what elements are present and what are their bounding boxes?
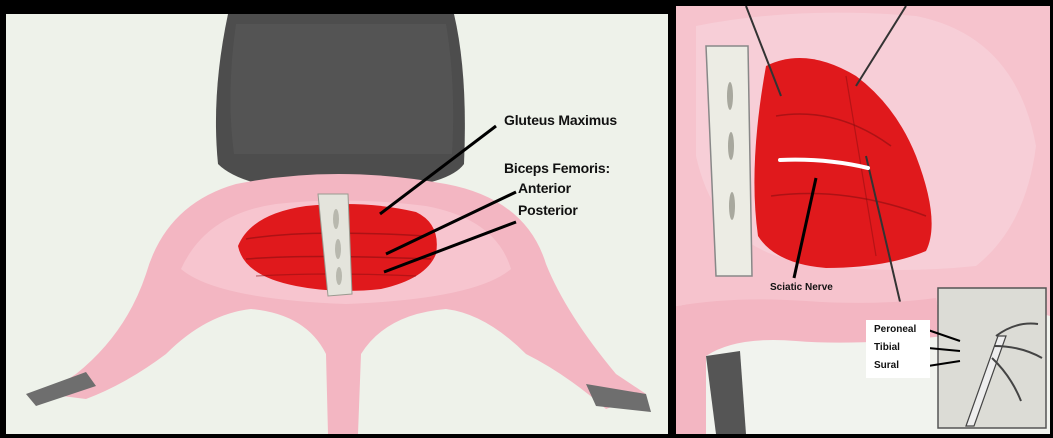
inset-label-box: Peroneal Tibial Sural (866, 320, 930, 378)
label-gluteus-maximus: Gluteus Maximus (504, 112, 617, 128)
label-posterior: Posterior (518, 202, 578, 218)
left-foot (26, 372, 96, 406)
surgical-closeup-panel: Sciatic Nerve Peroneal Tibial Sural (676, 6, 1050, 434)
dorsal-view-panel: Gluteus Maximus Biceps Femoris: Anterior… (6, 14, 668, 434)
label-anterior: Anterior (518, 180, 571, 196)
dorsal-view-illustration (6, 14, 668, 434)
label-biceps-femoris: Biceps Femoris: (504, 160, 610, 176)
nerve-inset (928, 288, 1046, 428)
label-sciatic-nerve: Sciatic Nerve (770, 282, 833, 293)
label-sural: Sural (874, 360, 899, 372)
label-tibial: Tibial (874, 342, 900, 354)
surgical-closeup-illustration (676, 6, 1050, 434)
label-peroneal: Peroneal (874, 324, 916, 336)
